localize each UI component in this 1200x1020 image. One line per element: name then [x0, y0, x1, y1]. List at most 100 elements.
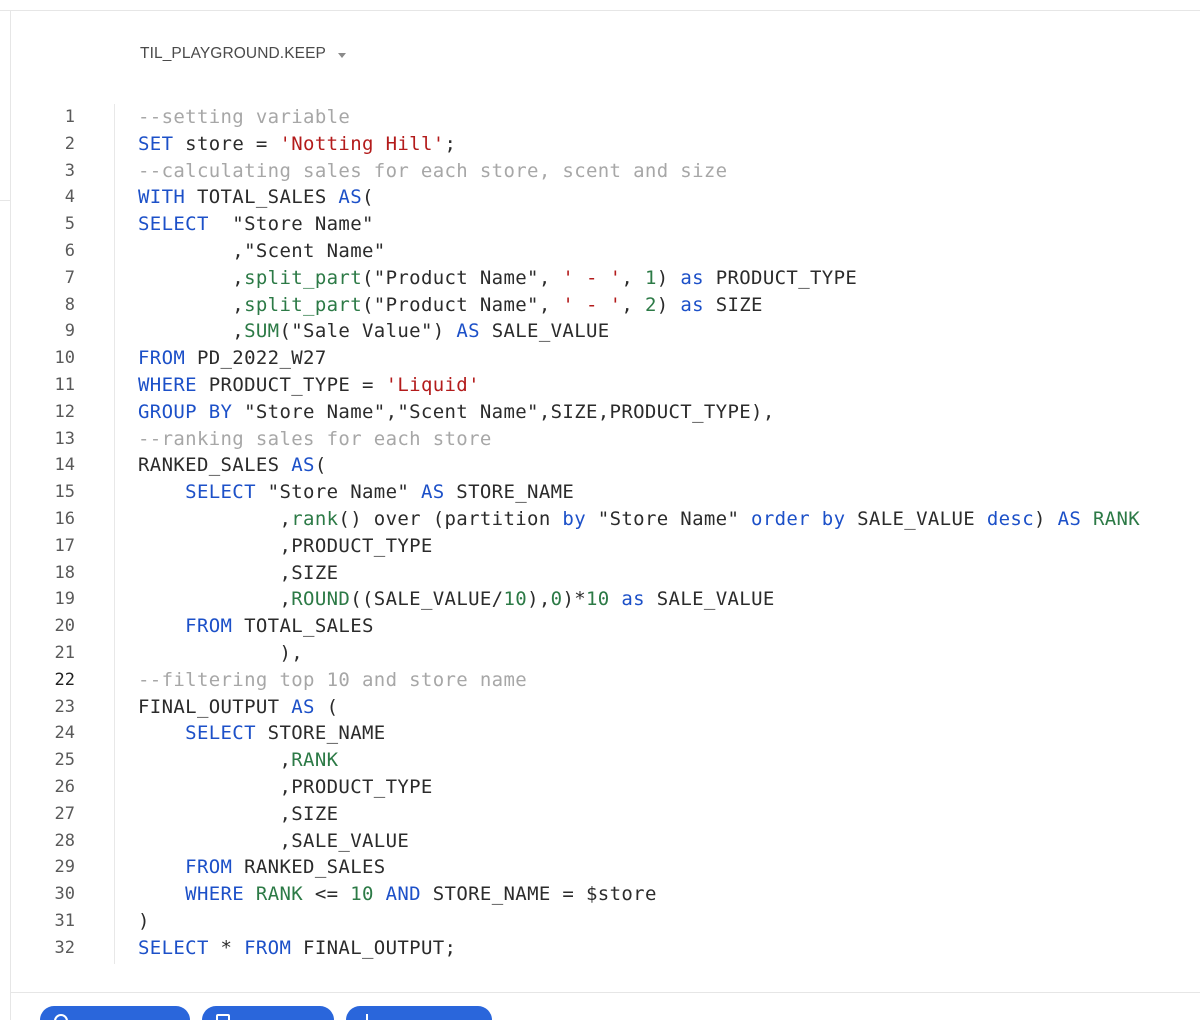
code-token: ,SIZE: [138, 802, 339, 825]
code-line[interactable]: 15 SELECT "Store Name" AS STORE_NAME: [0, 479, 1200, 506]
chevron-down-icon[interactable]: [337, 52, 346, 58]
toolbar-button-1[interactable]: [40, 1006, 190, 1020]
code-line[interactable]: 26 ,PRODUCT_TYPE: [0, 774, 1200, 801]
line-number: 19: [54, 589, 75, 610]
code-line[interactable]: 9 ,SUM("Sale Value") AS SALE_VALUE: [0, 318, 1200, 345]
line-number: 9: [64, 321, 75, 342]
code-line[interactable]: 25 ,RANK: [0, 747, 1200, 774]
code-token: AND: [385, 883, 421, 906]
code-token: ,SIZE: [138, 561, 339, 584]
code-text: SELECT * FROM FINAL_OUTPUT;: [138, 935, 456, 962]
code-line[interactable]: 8 ,split_part("Product Name", ' - ', 2) …: [0, 292, 1200, 319]
code-text: FROM PD_2022_W27: [138, 345, 327, 372]
code-line[interactable]: 24 SELECT STORE_NAME: [0, 720, 1200, 747]
line-number: 1: [64, 107, 75, 127]
code-text: WHERE RANK <= 10 AND STORE_NAME = $store: [138, 881, 657, 908]
toolbar-button-2[interactable]: [202, 1006, 334, 1020]
toolbar-action[interactable]: [504, 1006, 512, 1020]
code-line[interactable]: 3--calculating sales for each store, sce…: [0, 158, 1200, 185]
code-text: ,split_part("Product Name", ' - ', 2) as…: [138, 292, 763, 319]
code-token: ,: [138, 266, 245, 289]
code-token: PRODUCT_TYPE =: [196, 373, 386, 396]
code-token: RANK: [291, 749, 339, 772]
code-line[interactable]: 21 ),: [0, 640, 1200, 667]
code-token: "Store Name": [255, 481, 421, 504]
code-line[interactable]: 19 ,ROUND((SALE_VALUE/10),0)*10 as SALE_…: [0, 586, 1200, 613]
code-text: WITH TOTAL_SALES AS(: [138, 184, 374, 211]
code-token: STORE_NAME: [255, 722, 386, 745]
code-token: order by: [751, 507, 846, 530]
code-token: GROUP BY: [138, 400, 233, 423]
indent-guide: [114, 104, 115, 964]
code-token: FROM: [185, 856, 233, 879]
code-line[interactable]: 22 --filtering top 10 and store name: [0, 667, 1200, 694]
code-line[interactable]: 31): [0, 908, 1200, 935]
code-token: "Store Name": [208, 213, 374, 236]
code-line[interactable]: 16 ,rank() over (partition by "Store Nam…: [0, 506, 1200, 533]
code-token: ' - ': [562, 293, 622, 316]
code-token: RANK: [255, 883, 304, 906]
code-line[interactable]: 28 ,SALE_VALUE: [0, 828, 1200, 855]
code-token: AS: [420, 481, 445, 504]
code-token: --filtering top 10 and store name: [138, 668, 528, 691]
code-token: ("Sale Value"): [279, 320, 457, 343]
code-token: ),: [138, 641, 304, 664]
code-line[interactable]: 29 FROM RANKED_SALES: [0, 854, 1200, 881]
code-line[interactable]: 1--setting variable: [0, 104, 1200, 131]
code-text: ),: [138, 640, 303, 667]
code-text: ,rank() over (partition by "Store Name" …: [138, 506, 1140, 533]
code-line[interactable]: 20 FROM TOTAL_SALES: [0, 613, 1200, 640]
line-number: 10: [54, 348, 75, 369]
code-line[interactable]: 6 ,"Scent Name": [0, 238, 1200, 265]
code-token: ROUND: [291, 588, 351, 611]
code-token: ,: [138, 588, 292, 611]
code-token: RANK: [1092, 507, 1141, 530]
code-text: FINAL_OUTPUT AS (: [138, 694, 338, 721]
code-token: [138, 722, 185, 744]
line-number: 24: [54, 723, 75, 744]
line-number: 17: [54, 535, 75, 556]
line-number: 7: [64, 267, 75, 288]
code-token: FROM: [138, 347, 186, 370]
code-token: ),: [527, 588, 551, 611]
code-token: split_part: [244, 293, 362, 316]
code-text: ,PRODUCT_TYPE: [138, 533, 433, 560]
code-text: --filtering top 10 and store name: [138, 667, 527, 694]
code-token: *: [208, 936, 245, 959]
code-token: STORE_NAME: [444, 481, 575, 504]
line-number: 14: [54, 455, 75, 476]
code-token: SELECT: [185, 722, 256, 745]
code-token: <=: [303, 883, 351, 906]
code-line[interactable]: 27 ,SIZE: [0, 801, 1200, 828]
code-token: 'Liquid': [385, 373, 480, 396]
code-line[interactable]: 10 FROM PD_2022_W27: [0, 345, 1200, 372]
footer-divider: [10, 992, 1200, 993]
code-token: FINAL_OUTPUT;: [291, 936, 457, 959]
context-selector[interactable]: TIL_PLAYGROUND.KEEP: [140, 44, 346, 64]
code-line[interactable]: 18 ,SIZE: [0, 560, 1200, 587]
code-token: [138, 481, 185, 503]
code-text: ,SALE_VALUE: [138, 828, 409, 855]
line-number: 22: [54, 669, 75, 690]
code-text: ,PRODUCT_TYPE: [138, 774, 433, 801]
code-line[interactable]: 13--ranking sales for each store: [0, 426, 1200, 453]
code-line[interactable]: 7 ,split_part("Product Name", ' - ', 1) …: [0, 265, 1200, 292]
code-token: ' - ': [562, 266, 622, 289]
line-number: 31: [54, 910, 75, 931]
code-line[interactable]: 17 ,PRODUCT_TYPE: [0, 533, 1200, 560]
code-text: ): [138, 908, 150, 935]
code-line[interactable]: 30 WHERE RANK <= 10 AND STORE_NAME = $st…: [0, 881, 1200, 908]
code-token: ): [656, 293, 681, 316]
context-label: TIL_PLAYGROUND.KEEP: [140, 45, 326, 62]
code-token: AS: [1057, 507, 1082, 530]
toolbar-button-3[interactable]: [346, 1006, 492, 1020]
